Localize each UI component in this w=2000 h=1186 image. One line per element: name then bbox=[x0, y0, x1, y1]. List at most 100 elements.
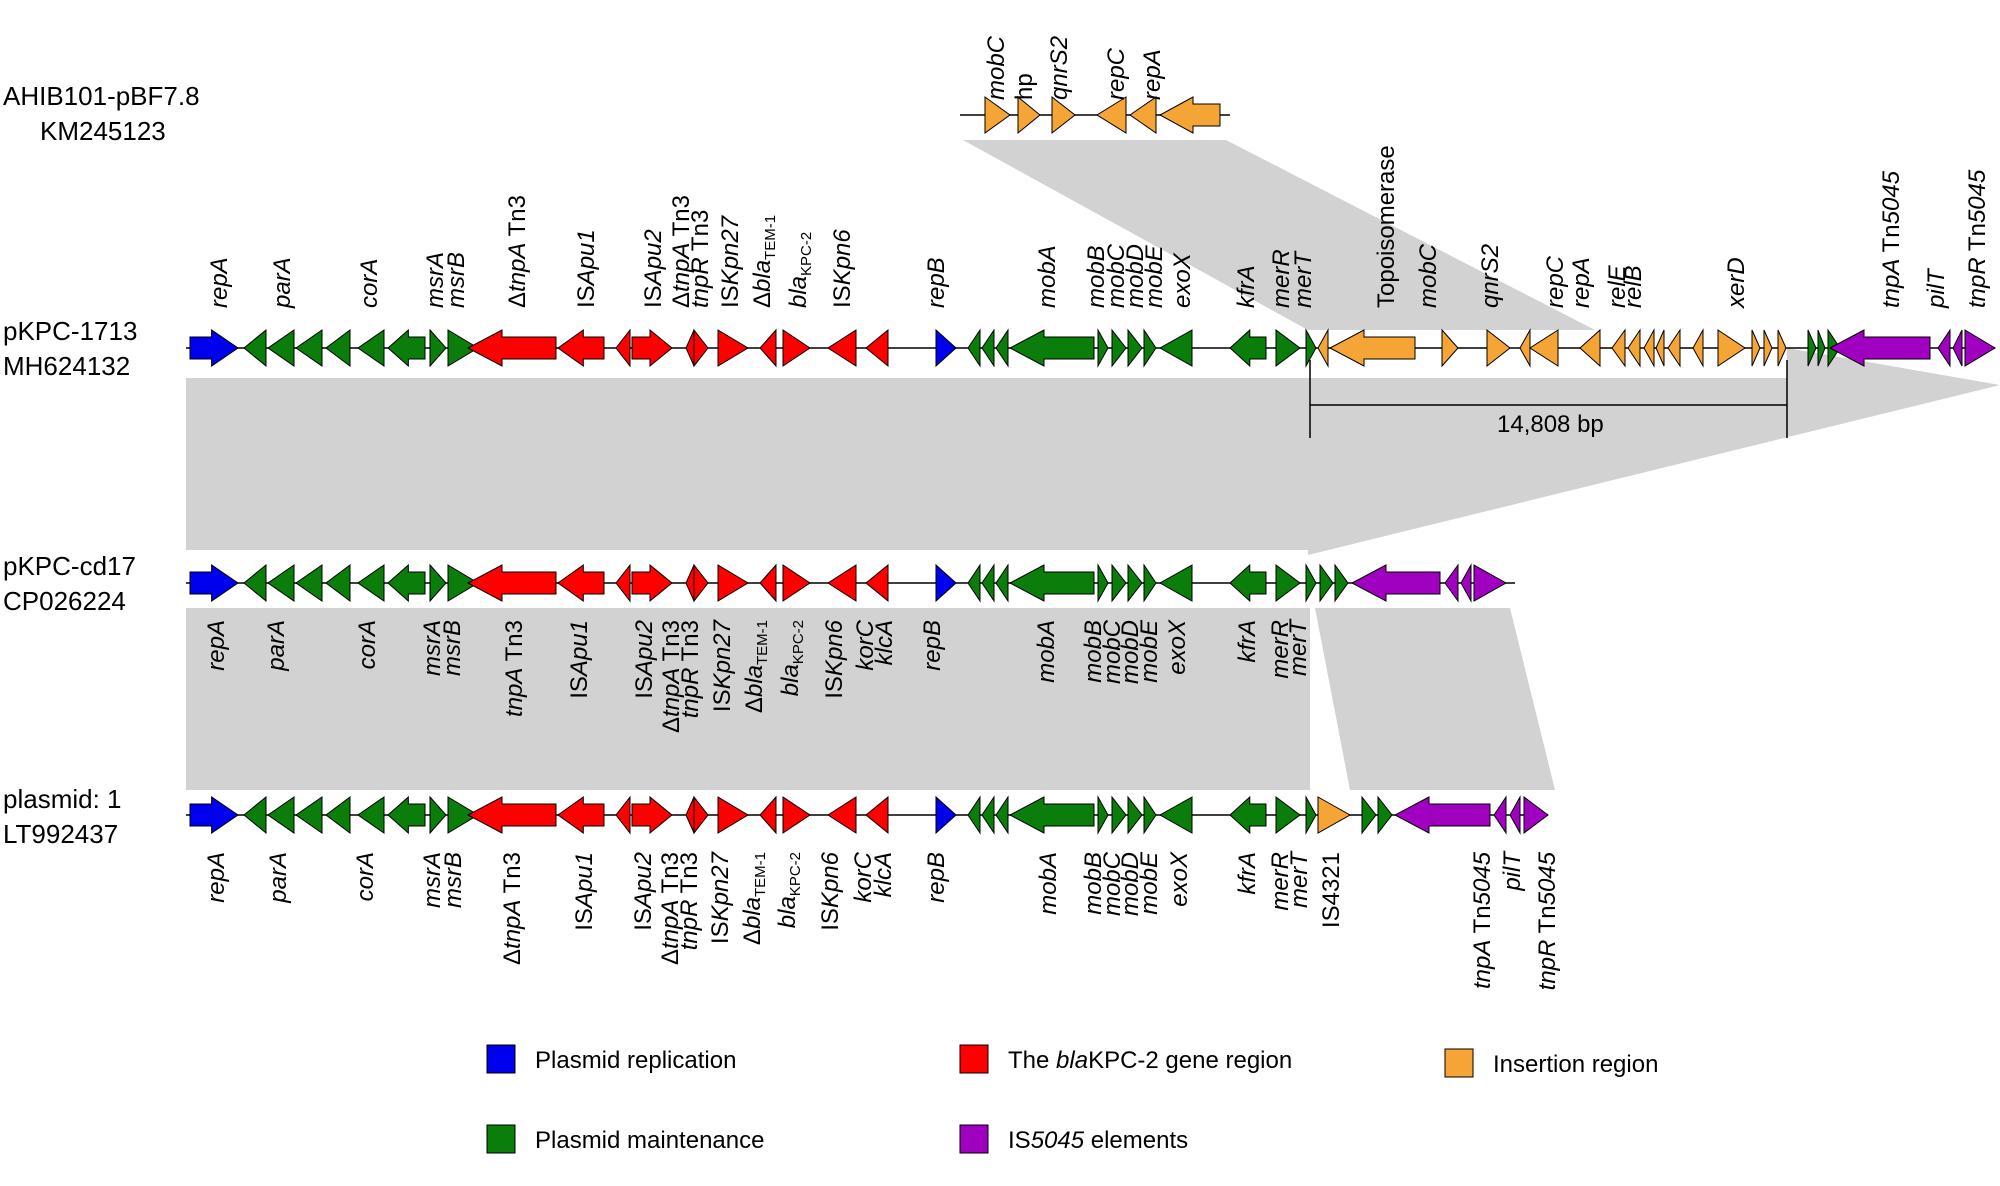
gene-arrow-pkpccd17-30 bbox=[1158, 564, 1193, 602]
track-accession-pkpc1713: MH624132 bbox=[3, 351, 130, 381]
gene-label-pkpc1713-31: relB bbox=[1620, 265, 1647, 308]
gene-arrow-plasmid1-40 bbox=[1523, 796, 1549, 834]
gene-arrow-pkpc1713-47 bbox=[1717, 329, 1746, 367]
gene-arrow-pkpc1713-34 bbox=[1317, 328, 1329, 368]
gene-arrow-pkpc1713-6 bbox=[357, 329, 385, 367]
gene-arrow-plasmid1-12 bbox=[615, 795, 631, 835]
gene-label-pkpccd17-5: msrB bbox=[439, 620, 466, 676]
gene-label-plasmid1-4: msrA bbox=[419, 852, 446, 908]
gene-arrow-pkpc1713-41 bbox=[1611, 328, 1626, 368]
gene-label-pkpc1713-4: msrA bbox=[422, 252, 449, 308]
gene-arrow-pkpc1713-44 bbox=[1655, 329, 1665, 367]
gene-arrow-pkpc1713-27 bbox=[1111, 328, 1127, 368]
gene-arrow-pkpc1713-25 bbox=[1008, 329, 1095, 367]
gene-arrow-plasmid1-22 bbox=[967, 795, 981, 835]
gene-arrow-pkpc1713-50 bbox=[1777, 329, 1787, 367]
gene-label-plasmid1-21: mobD bbox=[1117, 852, 1144, 916]
track-accession-plasmid1: LT992437 bbox=[3, 819, 118, 849]
gene-label-plasmid1-20: mobC bbox=[1099, 851, 1126, 916]
legend-item-is5045: IS5045 elements bbox=[959, 1124, 1188, 1154]
gene-label-pkpccd17-15: korC bbox=[852, 619, 879, 670]
gene-arrow-pkpccd17-33 bbox=[1305, 563, 1317, 603]
gene-label-pkpc1713-34: pilT bbox=[1923, 267, 1950, 309]
gene-arrow-plasmid1-36 bbox=[1377, 795, 1393, 835]
legend-swatch-is5045 bbox=[959, 1124, 989, 1154]
gene-arrow-pkpccd17-25 bbox=[1008, 564, 1095, 602]
gene-arrow-pkpc1713-36 bbox=[1441, 328, 1459, 368]
gene-arrow-plasmid1-8 bbox=[429, 795, 447, 835]
gene-arrow-plasmid1-33 bbox=[1305, 795, 1317, 835]
gene-label-plasmid1-24: kfrA bbox=[1234, 852, 1261, 895]
gene-arrow-pkpc1713-20 bbox=[865, 328, 889, 368]
gene-arrow-plasmid1-24 bbox=[995, 795, 1009, 835]
gene-arrow-pkpccd17-1 bbox=[189, 564, 239, 602]
gene-label-plasmid1-5: msrB bbox=[440, 852, 467, 908]
legend-swatch-bla bbox=[959, 1044, 989, 1074]
legend-label-replication: Plasmid replication bbox=[535, 1047, 736, 1074]
gene-arrow-pkpc1713-49 bbox=[1763, 329, 1773, 367]
legend-swatch-insertion bbox=[1444, 1048, 1474, 1078]
gene-label-pkpc1713-28: repC bbox=[1542, 255, 1569, 308]
gene-label-plasmid1-7: ISApu1 bbox=[571, 852, 598, 931]
gene-arrow-plasmid1-32 bbox=[1275, 796, 1301, 834]
homology-band-2 bbox=[186, 378, 1310, 550]
gene-arrow-plasmid1-21 bbox=[935, 795, 957, 835]
gene-arrow-pkpccd17-37 bbox=[1444, 563, 1459, 603]
gene-arrow-pkpc1713-5 bbox=[325, 329, 351, 367]
gene-arrow-pkpccd17-18 bbox=[782, 564, 811, 602]
gene-label-pkpccd17-22: mobE bbox=[1136, 619, 1163, 683]
gene-label-pkpc1713-5: msrB bbox=[443, 252, 470, 308]
gene-label-pkpccd17-16: klcA bbox=[871, 620, 898, 665]
gene-arrow-pkpccd17-38 bbox=[1460, 563, 1472, 603]
gene-arrow-plasmid1-6 bbox=[357, 796, 385, 834]
gene-label-pkpccd17-23: exoX bbox=[1164, 619, 1191, 675]
legend-item-maintenance: Plasmid maintenance bbox=[486, 1124, 764, 1154]
gene-label-ahib-2: hp bbox=[1011, 73, 1038, 100]
gene-arrow-plasmid1-27 bbox=[1111, 795, 1127, 835]
gene-arrow-pkpc1713-12 bbox=[615, 328, 631, 368]
gene-arrow-pkpc1713-14 bbox=[685, 329, 695, 367]
legend-item-insertion: Insertion region bbox=[1444, 1048, 1658, 1078]
gene-arrow-ahib-3 bbox=[1051, 95, 1076, 135]
gene-arrow-pkpc1713-8 bbox=[429, 328, 447, 368]
track-accession-pkpccd17: CP026224 bbox=[3, 586, 126, 616]
gene-arrow-pkpc1713-22 bbox=[967, 328, 981, 368]
gene-label-pkpccd17-13: blaKPC-2 bbox=[777, 620, 807, 696]
gene-arrow-plasmid1-2 bbox=[243, 795, 267, 835]
gene-arrow-pkpc1713-9 bbox=[447, 329, 479, 367]
gene-arrow-pkpc1713-21 bbox=[935, 328, 957, 368]
gene-label-pkpccd17-26: merT bbox=[1285, 618, 1312, 676]
gene-arrow-plasmid1-17 bbox=[759, 795, 777, 835]
legend-swatch-maintenance bbox=[486, 1124, 516, 1154]
gene-arrow-plasmid1-29 bbox=[1143, 795, 1157, 835]
gene-label-pkpc1713-9: ΔtnpA Tn3 bbox=[668, 195, 695, 308]
gene-label-pkpc1713-35: tnpR Tn5045 bbox=[1964, 169, 1991, 308]
gene-arrow-pkpc1713-23 bbox=[981, 328, 995, 368]
gene-label-plasmid1-1: repA bbox=[203, 852, 230, 903]
homology-band-4 bbox=[186, 608, 1310, 790]
gene-arrow-pkpccd17-27 bbox=[1111, 563, 1127, 603]
gene-arrow-pkpc1713-4 bbox=[295, 329, 323, 367]
gene-label-pkpc1713-25: Topoisomerase bbox=[1373, 145, 1400, 308]
gene-label-pkpccd17-20: mobC bbox=[1099, 619, 1126, 684]
gene-arrow-pkpc1713-28 bbox=[1127, 328, 1143, 368]
gene-arrow-pkpccd17-14 bbox=[685, 564, 695, 602]
gene-label-pkpc1713-2: parA bbox=[269, 257, 296, 309]
gene-label-pkpc1713-21: exoX bbox=[1169, 252, 1196, 308]
gene-label-plasmid1-19: mobB bbox=[1080, 852, 1107, 915]
gene-arrow-plasmid1-19 bbox=[827, 796, 857, 834]
gene-label-pkpccd17-4: msrA bbox=[419, 620, 446, 676]
gene-label-pkpc1713-22: kfrA bbox=[1233, 265, 1260, 308]
gene-label-plasmid1-30: tnpR Tn5045 bbox=[1534, 851, 1561, 990]
gene-label-plasmid1-12: ΔblaTEM-1 bbox=[739, 852, 769, 945]
gene-label-pkpc1713-16: mobA bbox=[1034, 245, 1061, 308]
gene-arrow-pkpc1713-26 bbox=[1097, 328, 1109, 368]
gene-label-plasmid1-10: tnpR Tn3 bbox=[676, 852, 703, 950]
gene-label-pkpc1713-26: mobC bbox=[1415, 243, 1442, 308]
gene-label-pkpc1713-23: merR bbox=[1268, 249, 1295, 308]
gene-arrow-pkpccd17-7 bbox=[387, 563, 426, 603]
gene-label-pkpc1713-15: repB bbox=[923, 257, 950, 308]
gene-arrow-plasmid1-10 bbox=[466, 796, 557, 834]
